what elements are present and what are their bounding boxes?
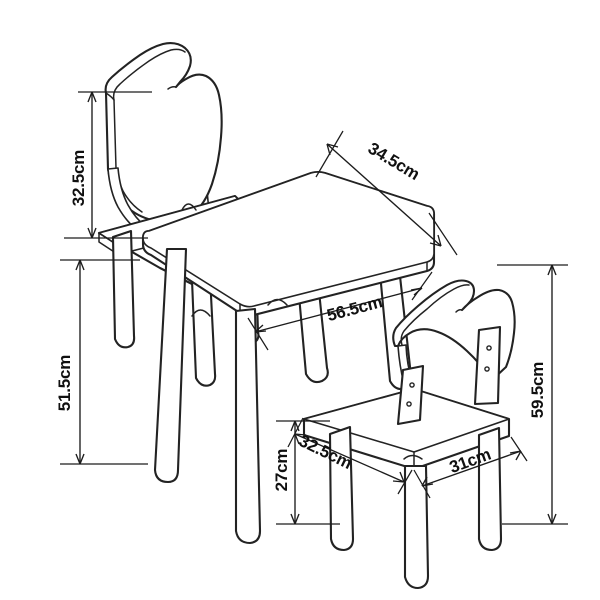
dim-line-seat-width (421, 450, 522, 487)
dim-arrow-seat-depth-a (294, 433, 307, 445)
dim-label-27cm: 27cm (272, 449, 291, 492)
dim-arrow-34-5-a (326, 143, 339, 156)
chair-right-leg-front-right (403, 464, 430, 590)
chair-right-screw-dot-4 (484, 366, 490, 372)
dim-arrow-56-5-b (410, 287, 423, 296)
dimension-chair-overall-height: 59.5cm (497, 264, 568, 525)
dim-arrow-34-5-b (429, 234, 442, 247)
table-under-bracket-left (191, 309, 211, 317)
dim-arrow-32-5-bottom (87, 227, 97, 239)
chair-right-under-bracket (403, 454, 423, 460)
table-leg-front-left (153, 247, 188, 484)
chair-right-leg-front-left (328, 425, 355, 552)
dim-arrow-seat-width-b (509, 450, 522, 461)
dimension-chair-seat-height: 27cm (272, 420, 340, 525)
chair-right-backrest-inner-edge (400, 284, 470, 349)
dim-arrow-56-5-a (254, 324, 267, 333)
dim-label-59-5cm: 59.5cm (528, 362, 547, 419)
dim-label-51-5cm: 51.5cm (55, 355, 74, 412)
dim-arrow-27-bottom (290, 513, 300, 525)
chair-right-screw-dot-2 (406, 401, 412, 407)
table-leg-front-right (234, 307, 262, 545)
chair-left-leg-front-left (111, 229, 136, 349)
dim-arrow-51-5-bottom (75, 453, 85, 465)
dim-arrow-59-5-top (547, 264, 557, 276)
chair-left-seat-bracket (181, 203, 197, 211)
dim-arrow-32-5-top (87, 91, 97, 103)
table (141, 170, 436, 545)
chair-left-backrest-ear-fold (167, 86, 177, 90)
dimension-table-height: 51.5cm (55, 259, 148, 465)
dim-ext-56-5-b (411, 271, 433, 301)
table-top-edge-front (142, 213, 435, 314)
chair-right-screw-dot-1 (409, 382, 415, 388)
dim-ext-seat-depth-b (397, 469, 413, 495)
chair-right (302, 279, 516, 590)
dim-arrow-51-5-top (75, 259, 85, 271)
dimension-chair-backrest-height: 32.5cm (64, 91, 152, 239)
chair-left-leg-front-right (190, 274, 217, 387)
dim-arrow-59-5-bottom (547, 513, 557, 525)
dim-ext-34-5-b (428, 212, 458, 256)
dim-ext-56-5-a (247, 317, 269, 351)
dim-arrow-seat-width-a (421, 476, 434, 487)
dim-ext-seat-width-b (510, 436, 528, 462)
dim-label-32-5cm: 32.5cm (69, 150, 88, 207)
dim-line-seat-depth (294, 433, 405, 483)
table-under-bracket-right (267, 298, 288, 306)
chair-right-backrest-ear-fold (455, 309, 463, 313)
dim-ext-seat-depth-a (287, 417, 304, 448)
chair-right-screw-dot-3 (486, 345, 492, 351)
dim-arrow-27-top (290, 420, 300, 432)
dim-ext-seat-width-a (413, 469, 431, 499)
dim-line-34-5 (326, 143, 442, 247)
chair-right-upright-left (396, 364, 425, 426)
chair-right-upright-right (473, 325, 502, 406)
dim-arrow-seat-depth-b (392, 471, 405, 483)
chair-right-leg-back-right (477, 426, 503, 552)
dim-line-56-5 (254, 287, 423, 333)
chair-left-backrest-inner-edge (112, 48, 186, 101)
